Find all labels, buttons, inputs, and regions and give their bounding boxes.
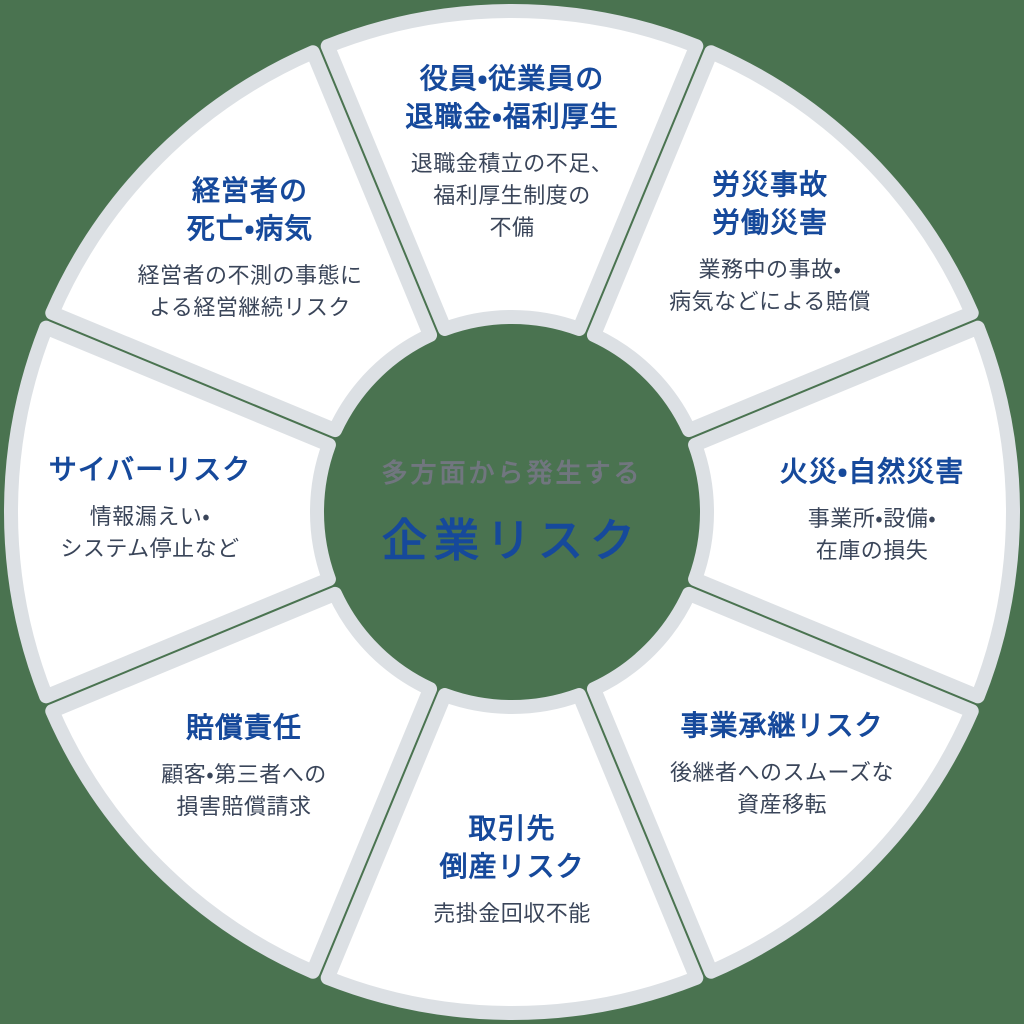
wedge-client-bankruptcy bbox=[320, 688, 704, 1020]
wedge-executive-retirement-welfare bbox=[320, 4, 704, 336]
wedge-cyber-risk bbox=[4, 320, 336, 704]
wedge-executive-death-illness bbox=[45, 45, 438, 438]
wedge-liability bbox=[45, 586, 438, 979]
wedge-work-accident bbox=[586, 45, 979, 438]
wedge-business-succession bbox=[586, 586, 979, 979]
wedge-fire-natural-disaster bbox=[688, 320, 1020, 704]
